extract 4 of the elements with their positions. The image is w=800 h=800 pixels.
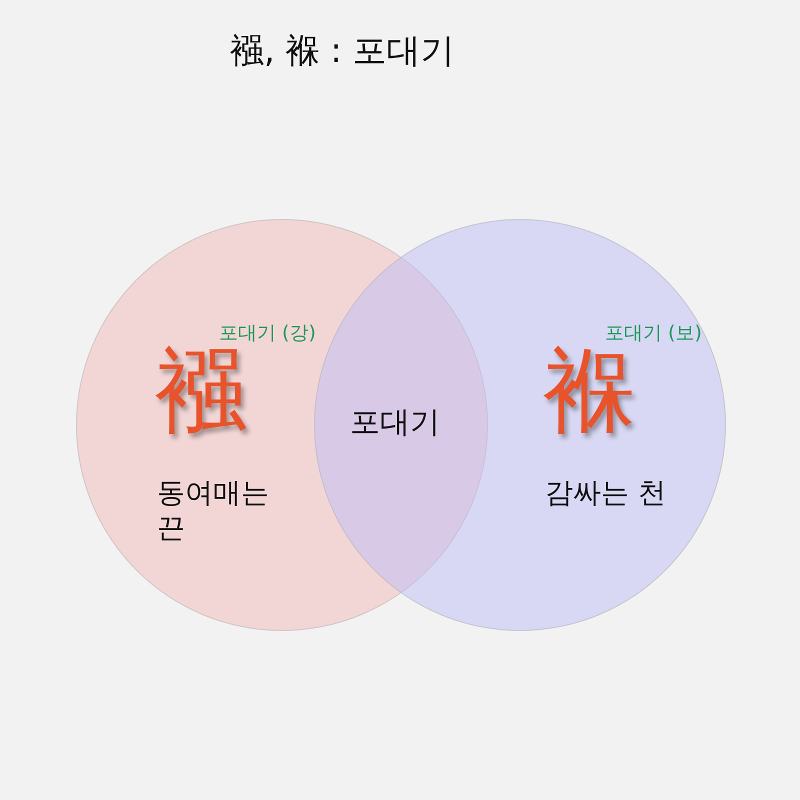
meaning-text: 감싸는 천 [545, 475, 667, 510]
meaning-text: 동여매는 끈 [157, 475, 270, 545]
title: 襁, 褓 : 포대기 [230, 30, 455, 73]
overlap-label: 포대기 [350, 402, 440, 443]
